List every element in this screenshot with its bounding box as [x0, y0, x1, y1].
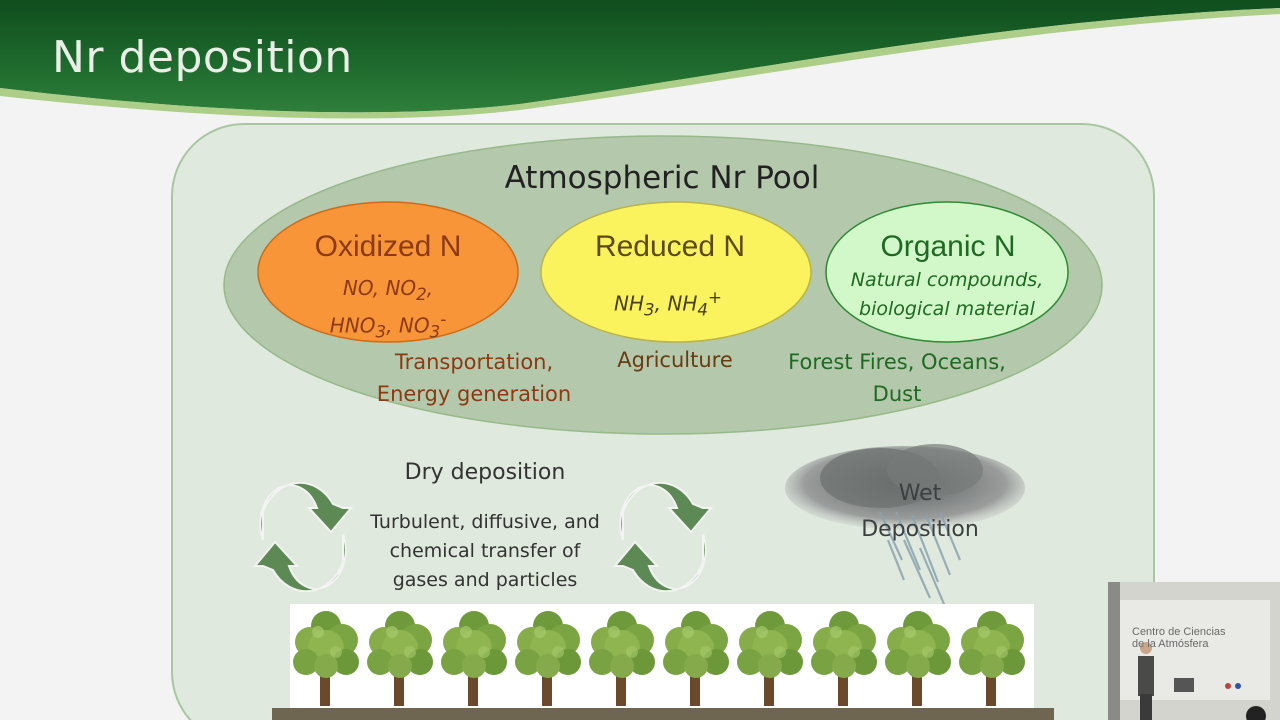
reduced-n-title: Reduced N [594, 230, 746, 263]
organic-sources: Forest Fires, Oceans, Dust [788, 350, 1006, 406]
speaker-scene [1108, 582, 1280, 720]
rain-cloud-icon [785, 444, 1025, 605]
organic-description: Natural compounds, biological material [850, 269, 1044, 320]
reduced-sources: Agriculture [617, 348, 733, 372]
oxidized-species-line1: NO, NO2, [342, 276, 434, 304]
oxidized-n-title: Oxidized N [314, 230, 462, 263]
ground-strip [272, 708, 1054, 720]
wet-deposition-label: Wet Deposition [861, 481, 979, 542]
organic-n-title: Organic N [880, 230, 1016, 263]
oxidized-species-line2: HNO3, NO3- [329, 310, 447, 342]
slide-title: Nr deposition [52, 32, 353, 83]
reduced-species: NH3, NH4+ [614, 288, 722, 320]
oxidized-n-oval [257, 201, 519, 343]
dry-deposition-description: Turbulent, diffusive, and chemical trans… [370, 511, 600, 591]
reduced-n-oval [540, 201, 812, 343]
speaker-video-inset: Centro de Ciencias de la Atmósfera [1108, 582, 1280, 720]
oxidized-sources: Transportation, Energy generation [376, 350, 572, 406]
pool-title: Atmospheric Nr Pool [504, 160, 820, 196]
header-banner [0, 0, 1280, 119]
organic-n-oval [825, 201, 1069, 343]
inset-wall-text: Centro de Ciencias de la Atmósfera [1132, 626, 1226, 650]
dry-deposition-title: Dry deposition [404, 460, 566, 485]
